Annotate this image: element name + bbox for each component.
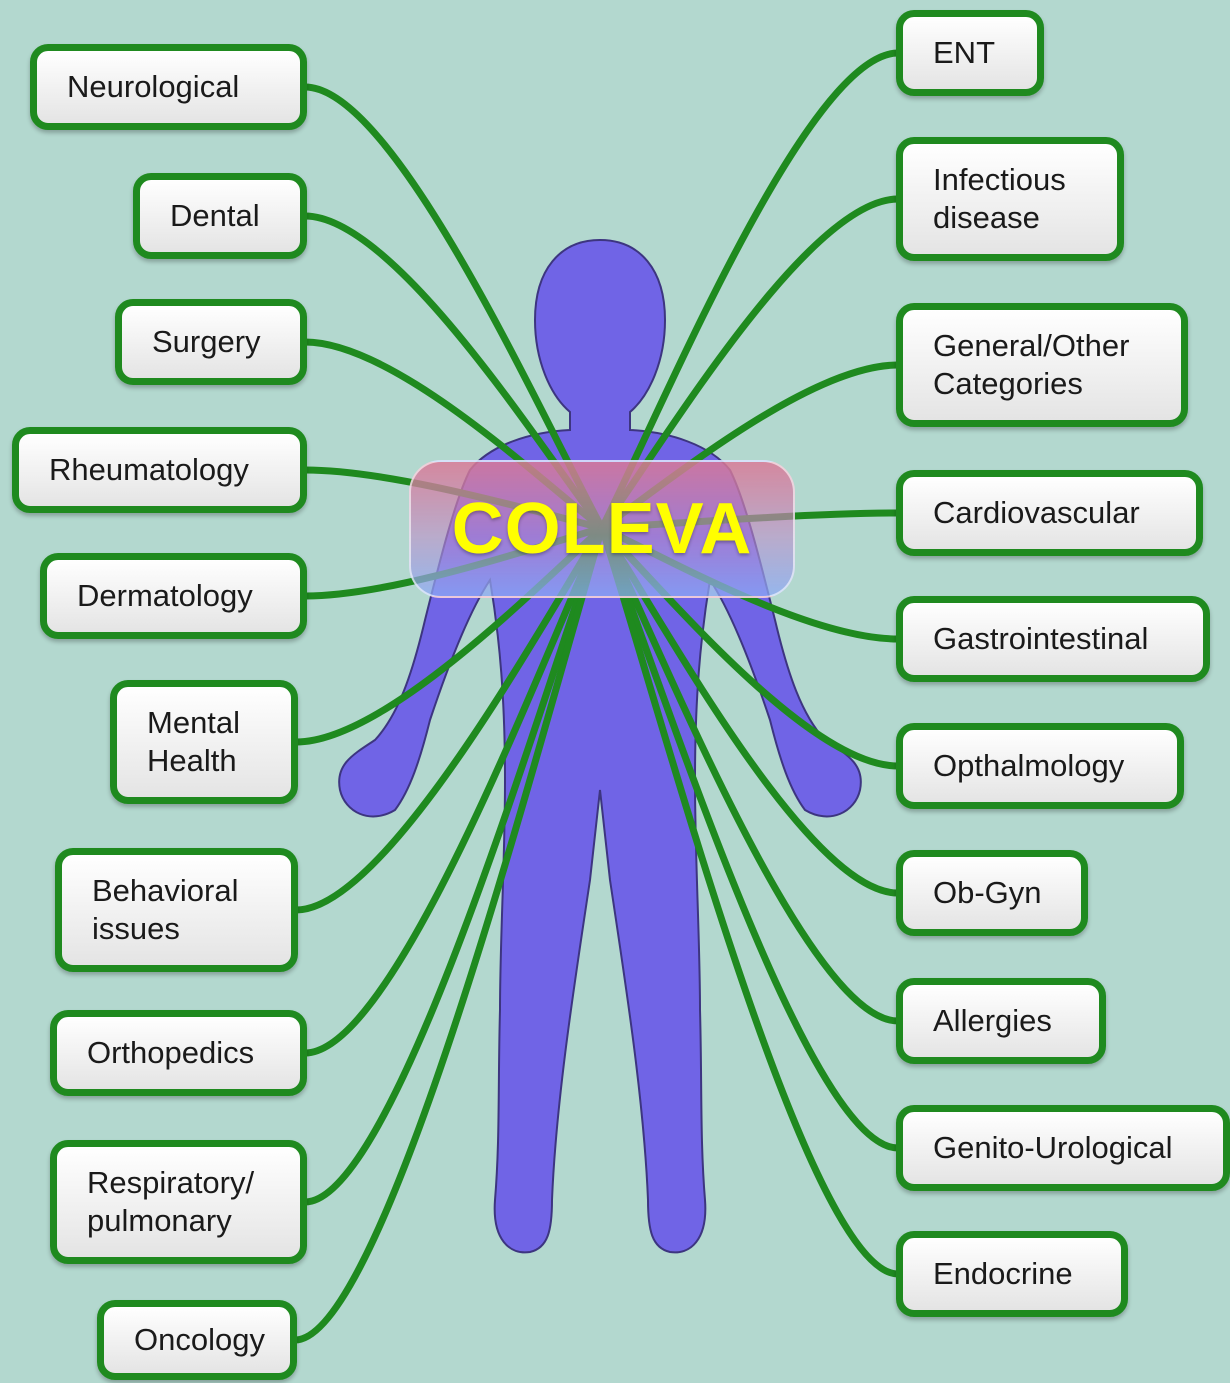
node-ent: ENT (896, 10, 1044, 96)
connector-node-respiratory-pulmonary (301, 524, 606, 1206)
node-opthalmology: Opthalmology (896, 723, 1184, 809)
node-behavioral-issues: Behavioral issues (55, 848, 298, 972)
node-general-other-categories: General/Other Categories (896, 303, 1188, 427)
node-surgery: Surgery (115, 299, 307, 385)
node-dermatology: Dermatology (40, 553, 307, 639)
node-genito-urological: Genito-Urological (896, 1105, 1230, 1191)
node-allergies: Allergies (896, 978, 1106, 1064)
node-dental: Dental (133, 173, 307, 259)
connector-node-oncology (291, 524, 606, 1344)
node-gastrointestinal: Gastrointestinal (896, 596, 1210, 682)
connector-node-endocrine (598, 524, 902, 1278)
node-orthopedics: Orthopedics (50, 1010, 307, 1096)
node-cardiovascular: Cardiovascular (896, 470, 1203, 556)
node-endocrine: Endocrine (896, 1231, 1128, 1317)
hub-label: COLEVA (451, 489, 753, 569)
node-mental-health: Mental Health (110, 680, 298, 804)
node-neurological: Neurological (30, 44, 307, 130)
node-infectious-disease: Infectious disease (896, 137, 1124, 261)
node-rheumatology: Rheumatology (12, 427, 307, 513)
node-ob-gyn: Ob-Gyn (896, 850, 1088, 936)
hub-node: COLEVA (409, 460, 795, 598)
connector-node-genito-urological (598, 524, 902, 1152)
node-oncology: Oncology (97, 1300, 297, 1380)
node-respiratory-pulmonary: Respiratory/ pulmonary (50, 1140, 307, 1264)
